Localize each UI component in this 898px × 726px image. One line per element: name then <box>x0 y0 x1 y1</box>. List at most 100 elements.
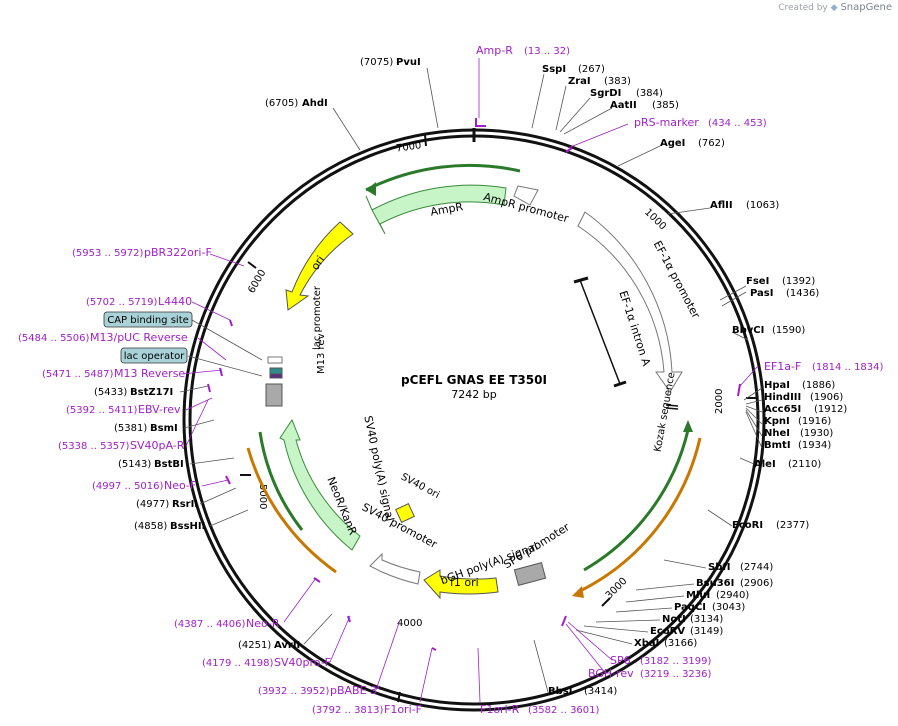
site-pos: (1392) <box>782 276 815 287</box>
primer-name: M13 Reverse <box>114 367 185 380</box>
primer-pos: (5392 .. 5411) <box>66 405 138 416</box>
site-pos: (4858) <box>134 521 167 532</box>
primer-pos: (5338 .. 5357) <box>58 441 130 452</box>
site-name: HindIII <box>764 392 801 403</box>
site-name: BmtI <box>764 440 791 451</box>
credit-brand: SnapGene <box>840 2 892 13</box>
primer-pos: (434 .. 453) <box>708 118 767 129</box>
ef1a-primer-arrowhead <box>683 420 693 432</box>
site-pos: (267) <box>578 64 605 75</box>
tick-label: 4000 <box>397 618 422 629</box>
site-name: HpaI <box>764 380 790 391</box>
tick-label: 3000 <box>604 576 630 602</box>
site-name: ZraI <box>568 76 591 87</box>
site-pos: (1916) <box>798 416 831 427</box>
tick-2000: 2000 <box>714 389 758 414</box>
snapgene-logo-icon: ◆ <box>830 3 838 13</box>
site-name: Bsu36I <box>696 578 734 589</box>
m13-rev-label: M13 rev <box>316 333 327 374</box>
site-pos: (6705) <box>265 98 298 109</box>
primer-labels: Amp-R (13 .. 32) pRS-marker (434 .. 453)… <box>18 44 884 716</box>
primer-pos: (3182 .. 3199) <box>640 656 712 667</box>
primer-pos: (5953 .. 5972) <box>72 248 144 259</box>
feature-lac-promoter: lac promoter M13 rev <box>267 285 327 379</box>
neo-primer-track <box>258 431 304 531</box>
primer-pos: (3792 .. 3813) <box>312 705 384 716</box>
site-pos: (383) <box>604 76 631 87</box>
lac-operator-box: lac operator <box>120 347 188 364</box>
feature-f1-ori: f1 ori <box>423 569 499 600</box>
site-name: BstBI <box>154 459 184 470</box>
primer-name: SV40pro-F <box>274 656 331 669</box>
site-name: BsmI <box>150 423 178 434</box>
site-name: KpnI <box>764 416 790 427</box>
primer-pos: (5471 .. 5487) <box>42 369 114 380</box>
kozak-label: Kozak sequence <box>653 371 678 452</box>
site-pos: (1906) <box>810 392 843 403</box>
site-name: MluI <box>686 590 710 601</box>
feature-sv40-polyA-box <box>265 383 283 407</box>
site-pos: (1930) <box>800 428 833 439</box>
site-pos: (385) <box>652 100 679 111</box>
site-name: RsrII <box>172 499 198 510</box>
site-pos: (1886) <box>802 380 835 391</box>
plasmid-name: pCEFL GNAS EE T350I <box>401 373 547 387</box>
site-name: Acc65I <box>764 404 801 415</box>
site-labels: (7075) PvuI (6705) AhdI SspI (267) ZraI … <box>94 57 847 697</box>
site-pos: (384) <box>636 88 663 99</box>
primer-name: Amp-R <box>476 44 513 57</box>
site-pos: (3134) <box>690 614 723 625</box>
primer-name: F1ori-F <box>384 703 422 716</box>
feature-ampR-promoter: AmpR promoter <box>482 185 570 225</box>
site-name: AleI <box>754 459 776 470</box>
primer-pos: (3932 .. 3952) <box>258 686 330 697</box>
site-pos: (762) <box>698 138 725 149</box>
snapgene-credit: Created by ◆ SnapGene <box>778 2 892 13</box>
site-pos: (2940) <box>716 590 749 601</box>
primer-name: EBV-rev <box>138 403 181 416</box>
site-pos: (1934) <box>798 440 831 451</box>
tick-4000: 4000 <box>397 618 422 703</box>
feature-bgh-polyA-box <box>513 562 547 586</box>
site-pos: (4251) <box>238 640 271 651</box>
lac-operator-label: lac operator <box>124 351 185 362</box>
site-pos: (3149) <box>690 626 723 637</box>
site-pos: (1436) <box>786 288 819 299</box>
site-pos: (2744) <box>740 562 773 573</box>
primer-name: pRS-marker <box>634 116 699 129</box>
site-name: EcoRI <box>732 520 763 531</box>
site-pos: (3414) <box>584 686 617 697</box>
site-pos: (2110) <box>788 459 821 470</box>
tick-label: 6000 <box>246 268 268 296</box>
primer-pos: (13 .. 32) <box>524 46 570 57</box>
ampR-primer-arrowhead <box>366 182 376 196</box>
site-name: PvuI <box>396 57 421 68</box>
cap-binding-site-label: CAP binding site <box>107 315 189 326</box>
site-pos: (5433) <box>94 387 127 398</box>
site-name: BbvCI <box>732 325 764 336</box>
ampR-primer-track <box>365 163 521 192</box>
primer-leader-lines <box>181 58 759 703</box>
tick-label: 7000 <box>395 140 422 154</box>
primer-markers <box>207 118 741 651</box>
primer-pos: (3582 .. 3601) <box>528 705 600 716</box>
bgh-primer-track <box>577 437 702 594</box>
primer-name: BGH-rev <box>588 667 634 680</box>
site-pos: (3166) <box>664 638 697 649</box>
site-pos: (2377) <box>776 520 809 531</box>
tick-5000: 5000 <box>240 474 268 509</box>
sv40-primer-track <box>246 447 337 574</box>
primer-pos: (4997 .. 5016) <box>92 481 164 492</box>
primer-pos: (5484 .. 5506) <box>18 333 90 344</box>
lac-promoter-label: lac promoter <box>312 285 323 350</box>
primer-name: M13/pUC Reverse <box>90 331 188 344</box>
site-name: BbsI <box>548 686 572 697</box>
feature-ampR: AmpR <box>365 184 507 235</box>
primer-pos: (3219 .. 3236) <box>640 669 712 680</box>
site-name: XbaI <box>634 638 659 649</box>
site-name: NotI <box>662 614 686 625</box>
site-name: PasI <box>750 288 773 299</box>
primer-name: SV40pA-R <box>130 439 185 452</box>
site-name: AgeI <box>660 138 685 149</box>
